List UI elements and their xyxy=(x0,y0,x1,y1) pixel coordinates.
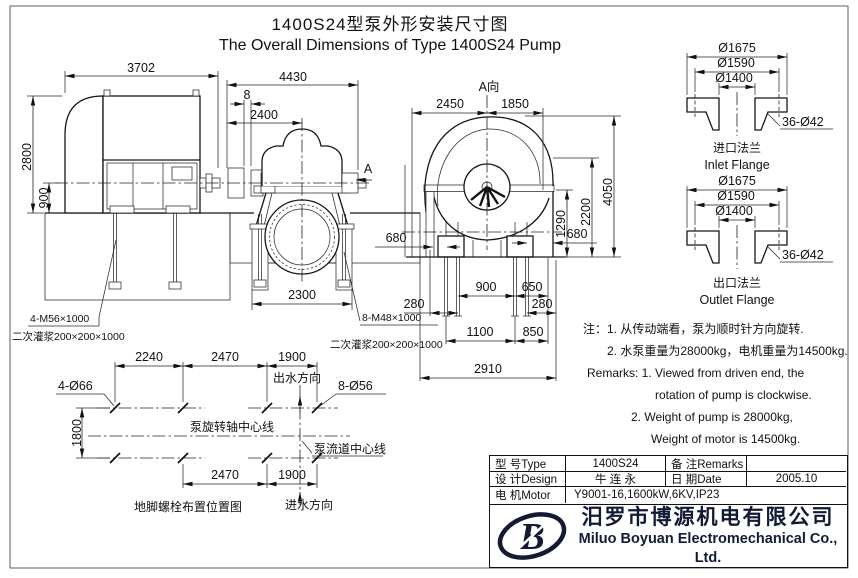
note-en-1: Remarks: 1. Viewed from driven end, the xyxy=(587,366,805,380)
dim-1800: 1800 xyxy=(70,419,84,447)
type-label: 型 号Type xyxy=(490,456,566,472)
dim-1900-top: 1900 xyxy=(278,350,306,364)
dim-2300: 2300 xyxy=(288,288,316,302)
motor-label: 电 机Motor xyxy=(490,487,566,503)
dim-2910: 2910 xyxy=(474,362,502,376)
inlet-name-zh: 进口法兰 xyxy=(713,141,761,155)
dim-680-left: 680 xyxy=(386,231,407,245)
dim-2200: 2200 xyxy=(579,198,593,226)
note-zh-2: 2. 水泵重量为28000kg，电机重量为14500kg. xyxy=(607,344,848,358)
label-motor-bolts: 4-M56×1000 xyxy=(30,313,89,325)
inlet-dim-od: Ø1675 xyxy=(718,41,756,55)
type-value: 1400S24 xyxy=(566,456,666,472)
inlet-name-en: Inlet Flange xyxy=(704,158,769,172)
drawing-title: 1400S24型泵外形安装尺寸图 The Overall Dimensions … xyxy=(170,10,610,55)
title-en: The Overall Dimensions of Type 1400S24 P… xyxy=(218,37,562,54)
dim-2400: 2400 xyxy=(250,108,278,122)
side-view: 3702 4430 8 2400 2800 900 2300 A 4-M56×1… xyxy=(12,61,443,351)
dim-2470-top: 2470 xyxy=(211,350,239,364)
date-label: 日 期Date xyxy=(666,472,747,487)
label-inflow: 进水方向 xyxy=(285,497,333,512)
outlet-dim-bore: Ø1400 xyxy=(715,204,753,218)
dim-1290: 1290 xyxy=(554,210,568,238)
company-name-zh: 汨罗市博源机电有限公司 xyxy=(581,505,835,529)
dim-1900-bottom: 1900 xyxy=(278,468,306,482)
front-view: A向 xyxy=(375,79,621,381)
label-motor-holes: 4-Ø66 xyxy=(58,379,93,393)
note-zh-1: 注：1. 从传动端看，泵为顺时针方向旋转. xyxy=(583,322,804,336)
remarks-value xyxy=(747,456,846,472)
outlet-dim-od: Ø1675 xyxy=(718,174,756,188)
dim-2470-bottom: 2470 xyxy=(211,468,239,482)
label-pump-holes: 8-Ø56 xyxy=(338,379,373,393)
outlet-dim-bc: Ø1590 xyxy=(717,189,755,203)
note-en-4: Weight of motor is 14500kg. xyxy=(651,432,801,446)
note-en-2: rotation of pump is clockwise. xyxy=(655,388,812,402)
label-motor-grout: 二次灌浆200×200×1000 xyxy=(12,330,125,343)
plan-caption: 地脚螺栓布置位置图 xyxy=(134,499,242,514)
dim-1850: 1850 xyxy=(501,97,529,111)
motor-value: Y9001-16,1600kW,6KV,IP23 xyxy=(574,489,720,501)
company-logo-icon: B xyxy=(497,512,567,560)
inlet-dim-bc: Ø1590 xyxy=(717,56,755,70)
outlet-holes: 36-Ø42 xyxy=(782,248,824,262)
outlet-name-zh: 出口法兰 xyxy=(713,276,761,290)
dim-3702: 3702 xyxy=(127,61,155,75)
dim-680-right: 680 xyxy=(567,227,588,241)
dim-2450: 2450 xyxy=(436,97,464,111)
dim-4430: 4430 xyxy=(279,70,307,84)
company-banner: B 汨罗市博源机电有限公司 Miluo Boyuan Electromechan… xyxy=(489,505,848,568)
label-channel-centerline: 泵流道中心线 xyxy=(314,441,386,456)
inlet-dim-bore: Ø1400 xyxy=(715,71,753,85)
title-zh: 1400S24型泵外形安装尺寸图 xyxy=(271,15,509,34)
dim-4050: 4050 xyxy=(601,178,615,206)
design-label: 设 计Design xyxy=(490,472,566,487)
dim-280-right: 280 xyxy=(532,297,553,311)
label-shaft-centerline: 泵旋转轴中心线 xyxy=(190,419,274,434)
dim-280-left: 280 xyxy=(404,297,425,311)
dim-850: 850 xyxy=(523,325,544,339)
sheet-border xyxy=(9,5,849,569)
title-block-table: 型 号Type 1400S24 备 注Remarks 设 计Design 牛 连… xyxy=(489,455,848,505)
note-en-3: 2. Weight of pump is 28000kg, xyxy=(631,410,793,424)
dim-650: 650 xyxy=(522,280,543,294)
company-names: 汨罗市博源机电有限公司 Miluo Boyuan Electromechanic… xyxy=(569,505,847,568)
inlet-flange: Ø1675 Ø1590 Ø1400 36-Ø42 进口法兰 Inlet Flan… xyxy=(686,41,833,172)
outlet-name-en: Outlet Flange xyxy=(699,293,774,307)
dim-2240: 2240 xyxy=(135,350,163,364)
notes-block: 注：1. 从传动端看，泵为顺时针方向旋转. 2. 水泵重量为28000kg，电机… xyxy=(583,318,853,450)
label-outflow: 出水方向 xyxy=(273,370,321,385)
label-pump-bolts: 8-M48×1000 xyxy=(362,312,421,324)
view-a-letter: A xyxy=(364,162,373,176)
date-value: 2005.10 xyxy=(747,472,846,487)
label-pump-grout: 二次灌浆200×200×1000 xyxy=(330,338,443,351)
outlet-flange: Ø1675 Ø1590 Ø1400 36-Ø42 出口法兰 Outlet Fla… xyxy=(686,174,833,307)
dim-900-front: 900 xyxy=(476,280,497,294)
view-a-label: A向 xyxy=(479,79,500,94)
dim-1100: 1100 xyxy=(467,325,494,339)
remarks-label: 备 注Remarks xyxy=(666,456,747,472)
design-value: 牛 连 永 xyxy=(566,472,666,487)
plan-view: 2240 2470 1900 1800 2470 1900 出水方向 进水方向 … xyxy=(56,350,386,514)
dim-8: 8 xyxy=(244,88,251,102)
dim-900: 900 xyxy=(37,188,51,209)
company-name-en: Miluo Boyuan Electromechanical Co., Ltd. xyxy=(578,530,838,566)
dim-2800: 2800 xyxy=(20,143,34,171)
inlet-holes: 36-Ø42 xyxy=(782,115,824,129)
